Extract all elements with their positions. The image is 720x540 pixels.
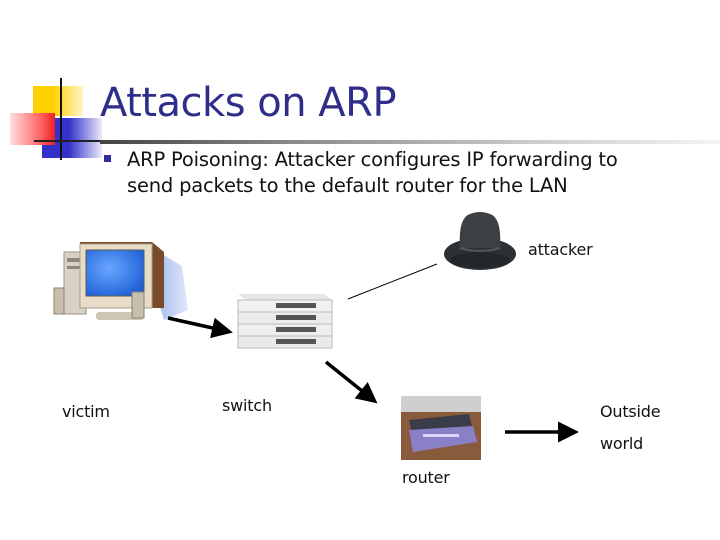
bullet-marker [104, 155, 111, 162]
title-decoration-horizontal-line [34, 140, 102, 142]
desktop-computer-icon [53, 242, 188, 320]
title-decoration-yellow-square [33, 86, 83, 116]
outside-label-line-1: Outside [600, 402, 661, 421]
outside-label-line-2: world [600, 434, 644, 453]
edge-switch-to-attacker [347, 263, 438, 300]
title-decoration-vertical-line [60, 78, 62, 160]
bullet-text-line-2: send packets to the default router for t… [127, 174, 568, 197]
title-decoration-red-square [10, 113, 55, 145]
attacker-label: attacker [528, 240, 593, 259]
title-underline-rule [100, 140, 720, 144]
cowboy-hat-icon [444, 212, 516, 270]
bullet-text: ARP Poisoning: Attacker configures IP fo… [127, 147, 717, 199]
network-switch-icon [237, 294, 333, 349]
router-icon [401, 396, 481, 460]
victim-label: victim [62, 402, 110, 421]
edge-victim-to-switch [167, 316, 233, 339]
router-label: router [402, 468, 450, 487]
bullet-text-line-1: ARP Poisoning: Attacker configures IP fo… [127, 148, 618, 171]
switch-label: switch [222, 396, 272, 415]
slide-title: Attacks on ARP [100, 80, 397, 126]
edge-switch-to-router [324, 360, 378, 404]
